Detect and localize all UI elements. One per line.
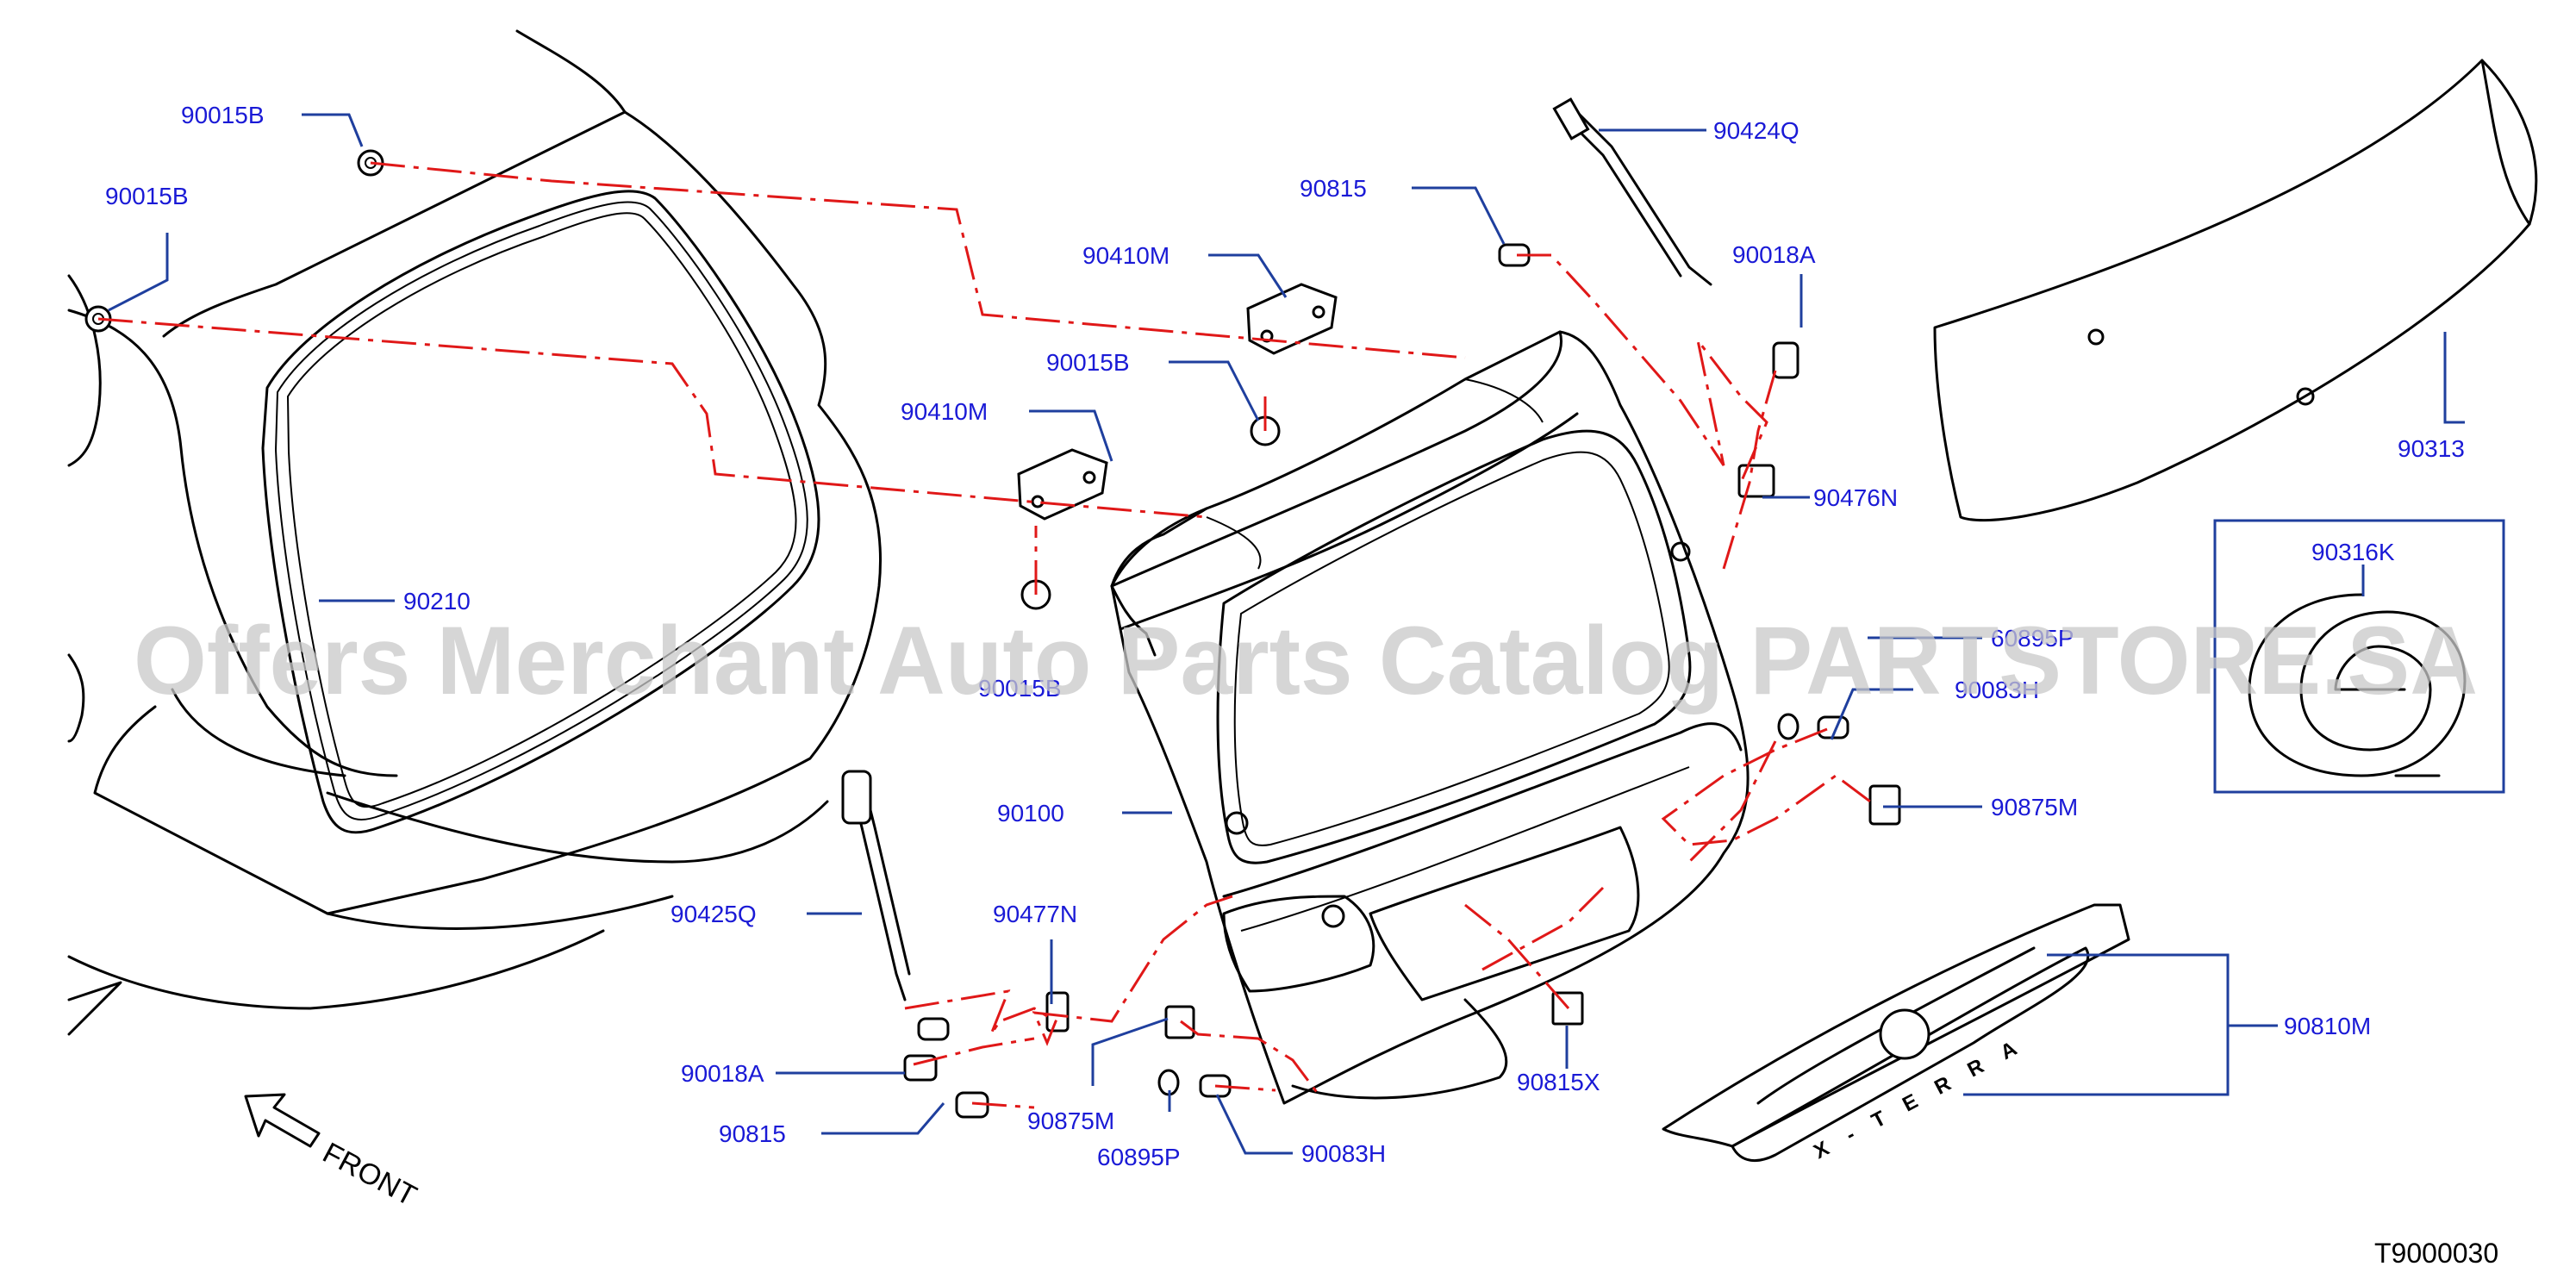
label-90210: 90210 [403,588,471,615]
label-90316K: 90316K [2311,539,2395,565]
label-60895P-bottom: 60895P [1097,1144,1181,1170]
label-90410M-upper: 90410M [1082,242,1169,269]
drawing-id: T9000030 [2374,1238,2498,1269]
inset-box [2213,519,2505,794]
label-90018A-bottom: 90018A [681,1060,764,1087]
label-90875M-bottom: 90875M [1027,1107,1114,1134]
label-90875M-right: 90875M [1991,794,2078,820]
back-door-weatherstrip [261,190,820,834]
label-90015B-top: 90015B [181,102,265,128]
label-90424Q: 90424Q [1713,117,1799,144]
vehicle-body-outline [67,29,883,1036]
gas-strut-left [841,770,911,1001]
label-90477N: 90477N [993,901,1077,927]
gas-strut-right [1552,97,1712,286]
hinge-upper [1246,283,1338,355]
back-door-panel [1110,330,1750,1105]
label-90425Q: 90425Q [671,901,757,927]
label-90313: 90313 [2398,435,2465,462]
back-door-finisher: X-TERRA [1662,903,2130,1164]
alignment-lines [97,161,1871,1109]
front-direction-indicator: FRONT [244,1093,421,1213]
label-90476N: 90476N [1813,484,1898,511]
label-90083H-bottom: 90083H [1301,1140,1386,1167]
label-90815-top: 90815 [1300,175,1367,202]
label-90410M-lower: 90410M [901,398,988,425]
label-90815X: 90815X [1517,1069,1600,1095]
label-90100: 90100 [997,800,1064,827]
front-label: FRONT [317,1137,421,1213]
leader-lines [108,113,2465,1155]
label-90018A-top: 90018A [1732,241,1816,268]
label-90015B-lower: 90015B [978,675,1062,702]
hinge-lower [1017,448,1108,521]
watermark: Offers Merchant Auto Parts Catalog PARTS… [134,607,2478,714]
label-90083H-right: 90083H [1955,677,2039,703]
part-labels: 90015B 90015B 90210 90410M 90015B 90410M… [105,102,2465,1170]
label-60895P-right: 60895P [1991,625,2074,652]
label-90015B-left: 90015B [105,183,189,209]
label-90815-bottom: 90815 [719,1120,786,1147]
rear-spoiler [1933,59,2538,522]
label-90015B-center: 90015B [1046,349,1130,376]
label-90810M: 90810M [2284,1013,2371,1039]
